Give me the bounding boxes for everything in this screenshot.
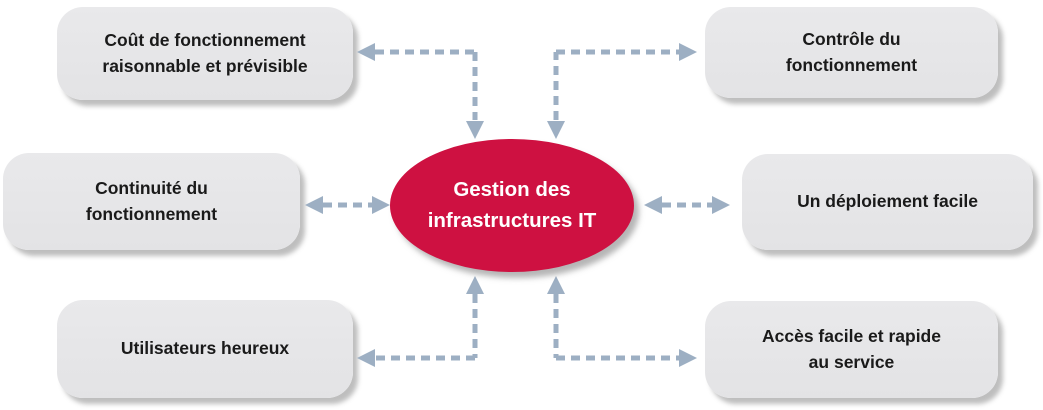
arrow-bottom-left xyxy=(357,276,484,367)
node-deployment-label: Un déploiement facile xyxy=(797,191,978,212)
node-cost-label: Coût de fonctionnement raisonnable et pr… xyxy=(102,30,308,76)
arrowhead-right-icon xyxy=(712,196,730,214)
node-users-label: Utilisateurs heureux xyxy=(120,338,290,359)
arrowhead-up-icon xyxy=(547,276,565,294)
node-cost: Coût de fonctionnement raisonnable et pr… xyxy=(57,7,353,100)
node-continuity: Continuité du fonctionnement xyxy=(3,153,300,250)
node-users: Utilisateurs heureux xyxy=(57,300,353,398)
node-continuity-label: Continuité du fonctionnement xyxy=(85,178,218,224)
arrowhead-left-icon xyxy=(357,43,375,61)
arrow-bottom-right xyxy=(547,276,697,367)
node-control-label: Contrôle du fonctionnement xyxy=(785,29,918,75)
arrowhead-right-icon xyxy=(372,196,390,214)
node-control: Contrôle du fonctionnement xyxy=(705,7,998,98)
node-access-label: Accès facile et rapide au service xyxy=(762,326,941,372)
arrowhead-up-icon xyxy=(466,276,484,294)
arrowhead-right-icon xyxy=(679,43,697,61)
arrow-middle-left xyxy=(305,196,390,214)
arrowhead-down-icon xyxy=(547,121,565,139)
center-node-label: Gestion des infrastructures IT xyxy=(427,177,597,232)
arrowhead-right-icon xyxy=(679,349,697,367)
arrow-top-left xyxy=(357,43,484,139)
center-node: Gestion des infrastructures IT xyxy=(390,139,634,272)
node-deployment: Un déploiement facile xyxy=(742,154,1033,250)
arrowhead-down-icon xyxy=(466,121,484,139)
arrow-top-right xyxy=(547,43,697,139)
arrow-middle-right xyxy=(644,196,730,214)
node-access: Accès facile et rapide au service xyxy=(705,301,998,398)
arrowhead-left-icon xyxy=(357,349,375,367)
arrowhead-left-icon xyxy=(644,196,662,214)
arrowhead-left-icon xyxy=(305,196,323,214)
